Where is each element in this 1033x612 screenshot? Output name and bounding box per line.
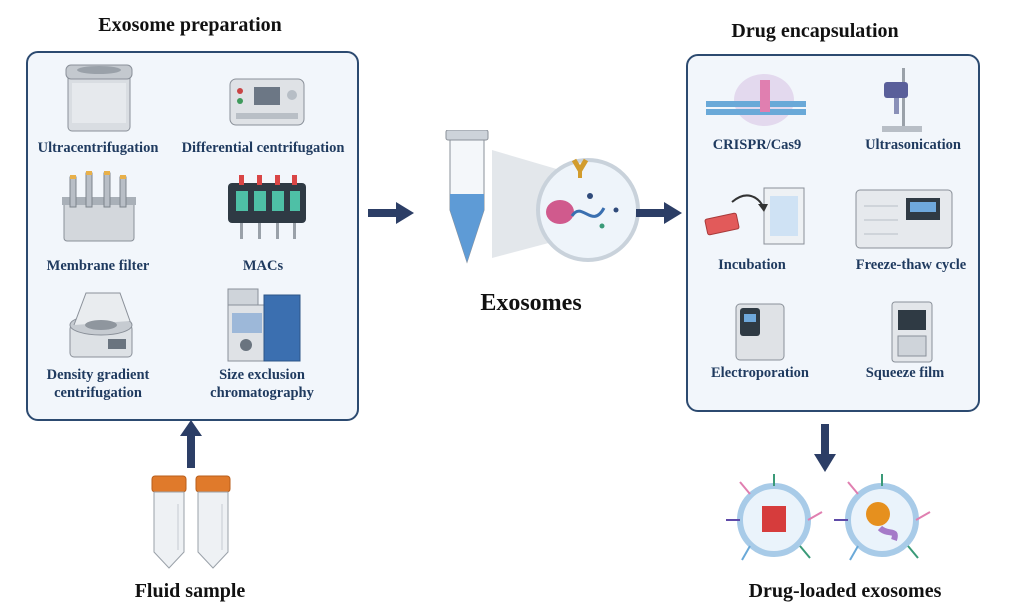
exosome-tube-icon xyxy=(440,130,640,270)
ultracentrifuge-icon xyxy=(62,59,136,135)
ultrasonication-label: Ultrasonication xyxy=(865,137,961,153)
right-arrow-2-icon xyxy=(636,202,682,224)
drug-loaded-exosome-icon xyxy=(720,472,830,568)
size-exclusion-chromatography-label: Size exclusion chromatography xyxy=(210,367,314,401)
crispr-cas9-label: CRISPR/Cas9 xyxy=(712,137,802,153)
electroporation-label: Electroporation xyxy=(711,365,809,381)
drug-encapsulation-panel: CRISPR/Cas9 Ultrasonication Incubation xyxy=(686,54,980,412)
drug-encapsulation-title: Drug encapsulation xyxy=(731,20,899,42)
drug-loaded-exosome-2-icon xyxy=(828,472,938,568)
squeeze-film-label: Squeeze film xyxy=(865,365,945,381)
density-gradient-centrifugation-label: Density gradient centrifugation xyxy=(46,367,150,401)
exosome-preparation-title: Exosome preparation xyxy=(98,14,282,36)
macs-label: MACs xyxy=(242,258,284,274)
ultracentrifugation-label: Ultracentrifugation xyxy=(37,140,159,156)
freeze-thaw-cycle-label: Freeze-thaw cycle xyxy=(855,257,967,273)
differential-centrifuge-icon xyxy=(222,69,312,131)
exosomes-label: Exosomes xyxy=(480,290,582,316)
drug-loaded-exosomes-label: Drug-loaded exosomes xyxy=(748,580,942,602)
ultrasonication-icon xyxy=(878,68,928,134)
squeeze-film-icon xyxy=(888,300,936,364)
crispr-cas9-icon xyxy=(706,70,806,134)
freeze-thaw-icon xyxy=(854,186,954,252)
membrane-filter-icon xyxy=(58,171,140,249)
fluid-sample-label: Fluid sample xyxy=(134,580,246,602)
differential-centrifugation-label: Differential centrifugation xyxy=(181,140,345,156)
exosome-preparation-panel: Ultracentrifugation Differential centrif… xyxy=(26,51,359,421)
incubation-label: Incubation xyxy=(718,257,786,273)
chromatography-icon xyxy=(224,285,304,365)
membrane-filter-label: Membrane filter xyxy=(46,258,150,274)
density-gradient-centrifuge-icon xyxy=(64,285,136,363)
macs-icon xyxy=(224,175,310,245)
right-arrow-icon xyxy=(368,202,414,224)
incubation-icon xyxy=(702,184,808,254)
up-arrow-icon xyxy=(180,420,202,468)
fluid-sample-tubes-icon xyxy=(150,474,234,570)
electroporation-icon xyxy=(732,300,788,364)
down-arrow-icon xyxy=(814,424,836,472)
